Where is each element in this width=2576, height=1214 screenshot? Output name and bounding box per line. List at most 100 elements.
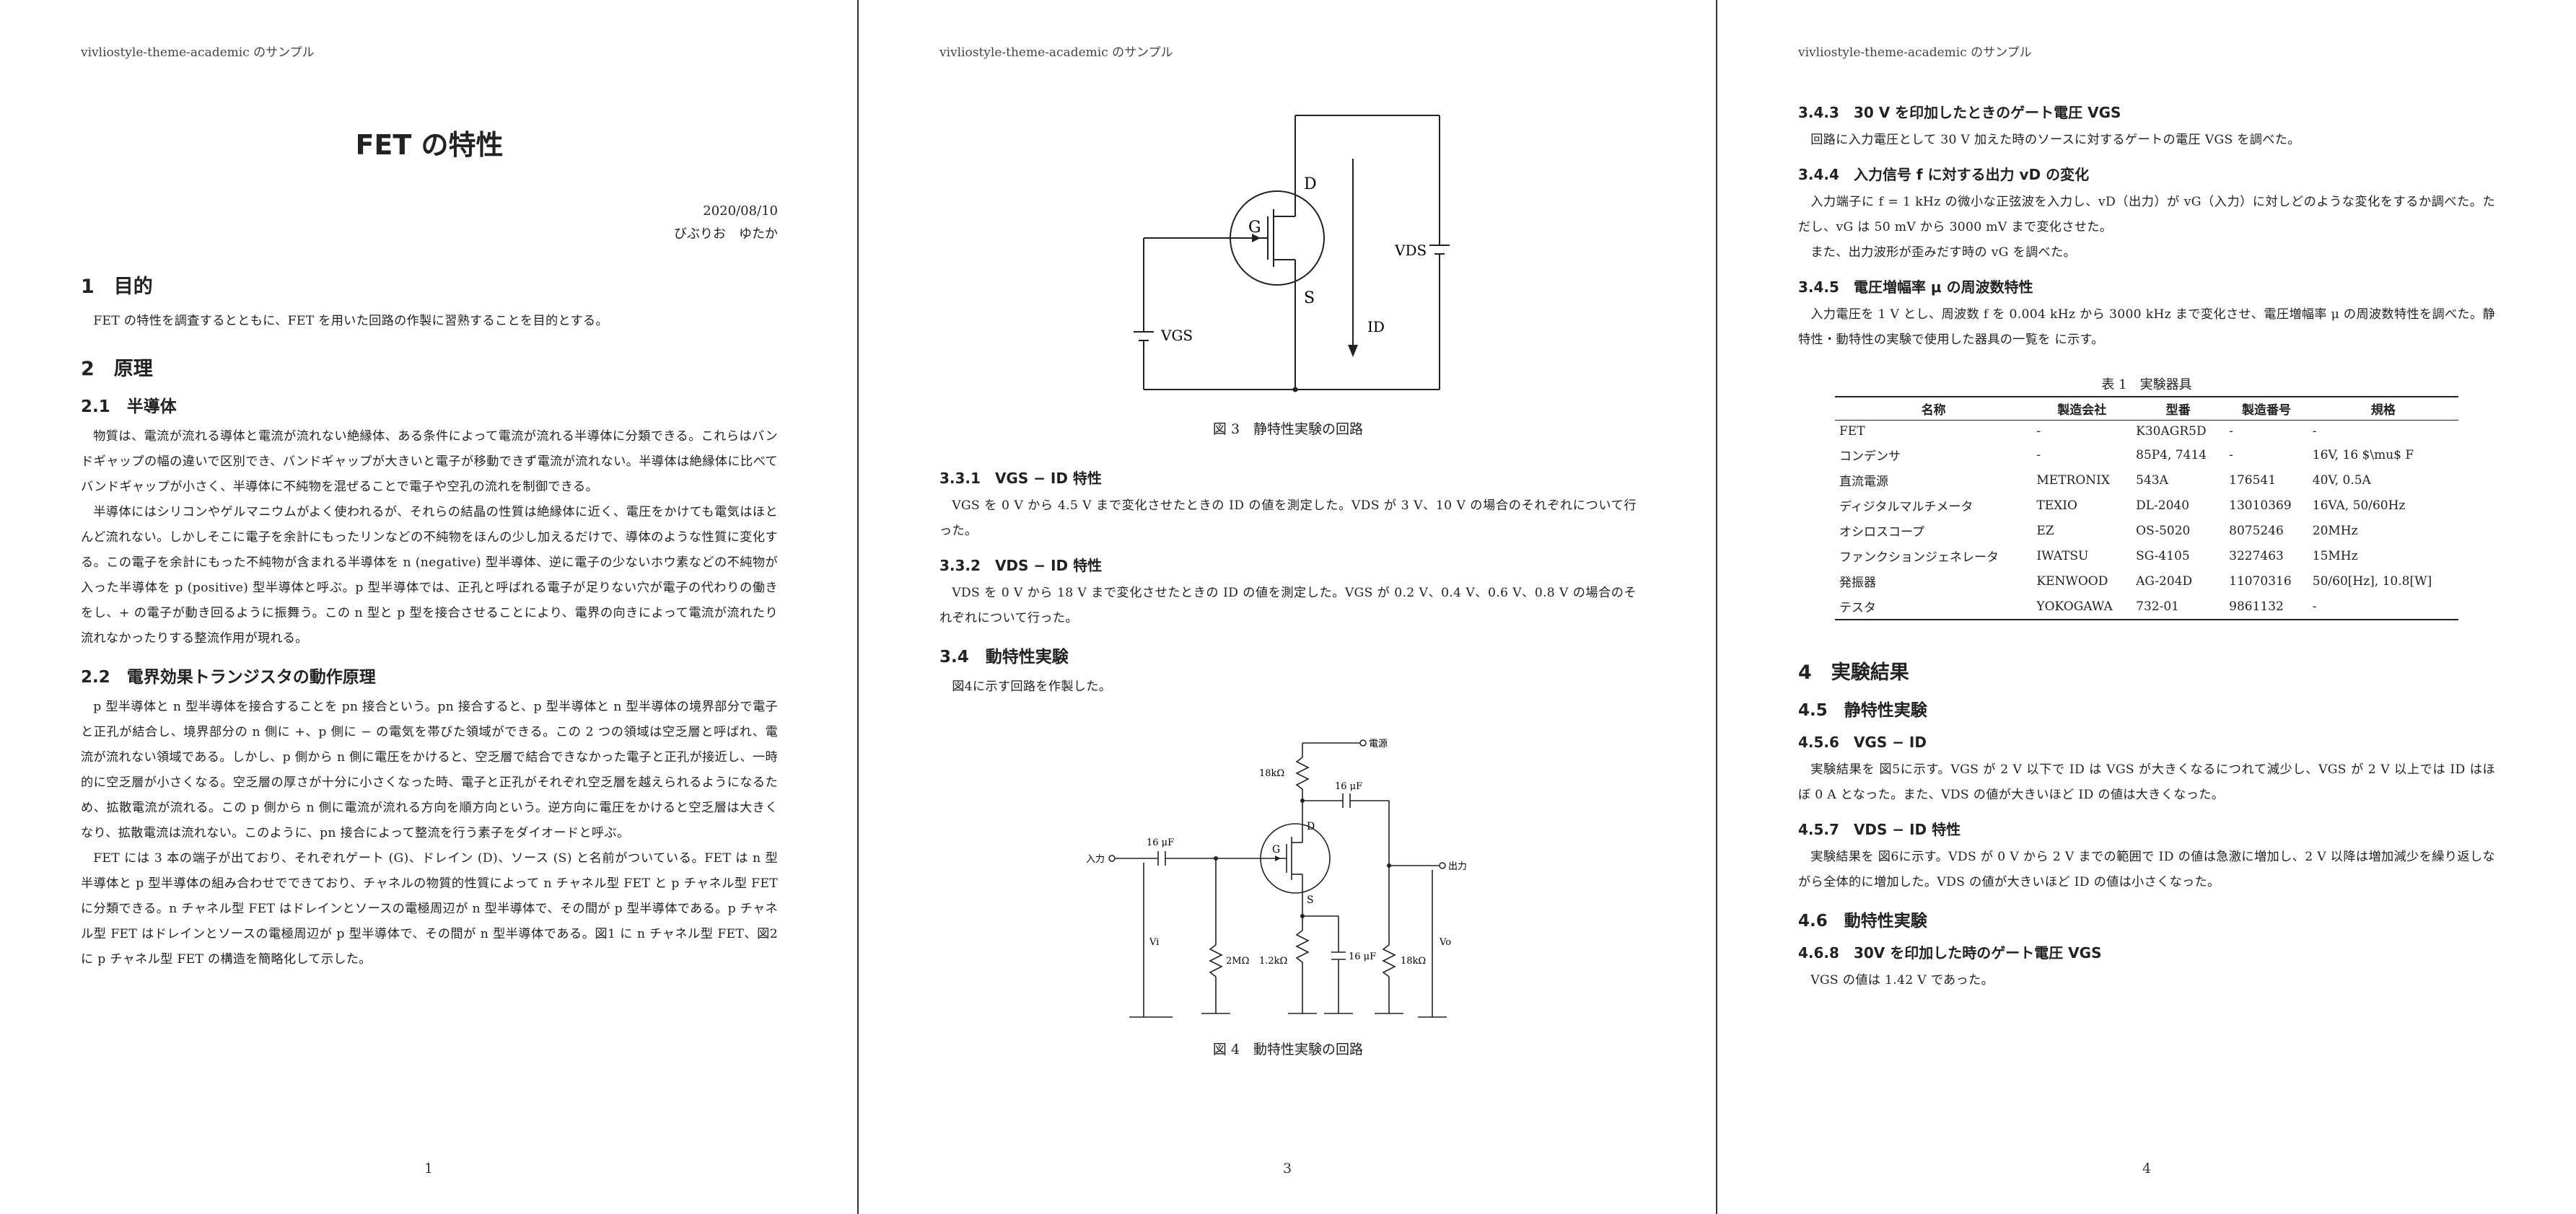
label-s: S [1307, 894, 1314, 906]
table-cell: YOKOGAWA [2032, 594, 2132, 620]
heading-dynamic-results: 4.6 動特性実験 [1798, 912, 1927, 931]
label-d: D [1307, 821, 1315, 832]
label-vgs: VGS [1160, 327, 1193, 344]
heading-purpose: 1 目的 [81, 276, 153, 298]
paragraph-345: 入力電圧を 1 V とし、周波数 f を 0.004 kHz から 3000 k… [1798, 307, 2495, 347]
table-cell: ディジタルマルチメータ [1839, 500, 1973, 514]
table-row: ファンクションジェネレータ IWATSU SG-4105 3227463 15MHz [1835, 543, 2458, 568]
label-vi: Vi [1149, 937, 1159, 948]
table-cell: 40V, 0.5A [2312, 472, 2371, 488]
table-cell: 16V, 16 $\mu$ F [2312, 447, 2414, 462]
col-header: 型番 [2132, 396, 2225, 421]
equipment-table-block: 表 1 実験器具 名称 製造会社 型番 製造番号 規格 FET-K30AGR5D… [1798, 374, 2495, 620]
paragraph-semiconductor-2: 半導体にはシリコンやゲルマニウムがよく使われるが、それらの結晶の性質は絶縁体に近… [81, 505, 778, 646]
paragraph-344b: また、出力波形が歪みだす時の vG を調べた。 [1810, 245, 2077, 260]
table-cell: 8075246 [2229, 523, 2284, 538]
running-head: vivliostyle-theme-academic のサンプル [81, 45, 315, 60]
table-cell: EZ [2036, 523, 2054, 538]
table-caption: 表 1 実験器具 [2101, 377, 2192, 392]
page-1: vivliostyle-theme-academic のサンプル FET の特性… [0, 0, 859, 1214]
heading-468: 4.6.8 30V を印加した時のゲート電圧 VGS [1798, 944, 2102, 962]
label-r1: 18kΩ [1259, 768, 1284, 779]
page-number: 3 [1282, 1161, 1292, 1176]
heading-344: 3.4.4 入力信号 f に対する出力 vD の変化 [1798, 166, 2090, 183]
table-header-row: 名称 製造会社 型番 製造番号 規格 [1835, 396, 2458, 421]
paragraph-34: 図4に示す回路を作製した。 [952, 679, 1112, 694]
table-cell: 732-01 [2132, 594, 2225, 620]
running-head: vivliostyle-theme-academic のサンプル [1798, 45, 2032, 60]
label-id: ID [1367, 318, 1385, 335]
label-g: G [1248, 219, 1261, 237]
col-header: 製造番号 [2225, 396, 2308, 421]
table-cell: SG-4105 [2136, 548, 2190, 563]
label-vds: VDS [1394, 242, 1427, 259]
dynamic-circuit-diagram: 電源 18kΩ 16 μF 入力 16 μF 出力 G D S Vi Vo 2M… [1086, 739, 1467, 1018]
heading-343: 3.4.3 30 V を印加したときのゲート電圧 VGS [1798, 104, 2121, 121]
label-c3: 16 μF [1349, 951, 1376, 962]
paragraph-332: VDS を 0 V から 18 V まで変化させたときの ID の値を測定した。… [939, 586, 1637, 625]
label-r4: 18kΩ [1401, 956, 1426, 967]
table-cell: 16VA, 50/60Hz [2312, 498, 2406, 513]
table-cell: 3227463 [2229, 548, 2284, 563]
table-cell: 発振器 [1839, 576, 1876, 590]
heading-332: 3.3.2 VDS − ID 特性 [939, 557, 1103, 574]
heading-457: 4.5.7 VDS − ID 特性 [1798, 821, 1961, 838]
label-r2: 2MΩ [1226, 956, 1249, 967]
table-row: コンデンサ - 85P4, 7414 - 16V, 16 $\mu$ F [1835, 442, 2458, 467]
paragraph-468: VGS の値は 1.42 V であった。 [1810, 973, 1994, 988]
table-cell: - [2308, 594, 2458, 620]
label-input: 入力 [1086, 854, 1105, 865]
heading-results: 4 実験結果 [1798, 661, 1909, 684]
table-cell: - [2312, 424, 2317, 439]
table-cell: DL-2040 [2136, 498, 2190, 513]
heading-static-results: 4.5 静特性実験 [1798, 701, 1927, 720]
table-row: ディジタルマルチメータ TEXIO DL-2040 13010369 16VA, 50/… [1835, 493, 2458, 518]
heading-331: 3.3.1 VGS − ID 特性 [939, 470, 1102, 487]
heading-semiconductor: 2.1 半導体 [81, 397, 177, 416]
label-d: D [1304, 175, 1317, 193]
paragraph-457: 実験結果を 図6に示す。VDS が 0 V から 2 V までの範囲で ID の… [1798, 850, 2495, 889]
col-header: 製造会社 [2032, 396, 2132, 421]
table-cell: 85P4, 7414 [2136, 447, 2207, 462]
label-c-in: 16 μF [1147, 837, 1174, 848]
table-cell: - [2036, 424, 2041, 439]
figure-4: 電源 18kΩ 16 μF 入力 16 μF 出力 G D S Vi Vo 2M… [939, 729, 1637, 1058]
label-output: 出力 [1448, 861, 1467, 872]
table-cell: 15MHz [2312, 548, 2358, 563]
table-cell: K30AGR5D [2136, 424, 2207, 439]
paragraph-fet-1: p 型半導体と n 型半導体を接合することを pn 接合という。pn 接合すると… [81, 700, 778, 840]
table-cell: コンデンサ [1839, 449, 1901, 464]
table-cell: 543A [2136, 472, 2168, 488]
figure-3-caption: 図 3 静特性実験の回路 [1212, 421, 1364, 437]
document-meta: 2020/08/10 びぶりお ゆたか [81, 200, 778, 246]
page-number: 4 [2142, 1161, 2152, 1176]
paragraph-344a: 入力端子に f = 1 kHz の微小な正弦波を入力し、vD（出力）が vG（入… [1798, 195, 2495, 234]
document-author: びぶりお ゆたか [674, 226, 778, 242]
table-row: FET-K30AGR5D-- [1835, 421, 2458, 443]
table-cell: ファンクションジェネレータ [1839, 550, 1999, 565]
table-cell: IWATSU [2036, 548, 2089, 563]
table-cell: - [2036, 447, 2041, 462]
document-title: FET の特性 [355, 129, 504, 161]
current-arrow-icon [1348, 345, 1358, 357]
heading-principle: 2 原理 [81, 358, 153, 380]
table-cell: - [2229, 447, 2233, 462]
table-cell: オシロスコープ [1839, 525, 1924, 540]
col-header: 名称 [1835, 396, 2033, 421]
label-vo: Vo [1439, 937, 1451, 948]
paragraph-343: 回路に入力電圧として 30 V 加えた時のソースに対するゲートの電圧 VGS を… [1810, 133, 2300, 147]
table-cell: 50/60[Hz], 10.8[W] [2312, 573, 2432, 589]
table-cell: 11070316 [2229, 573, 2292, 589]
paragraph-fet-2: FET には 3 本の端子が出ており、それぞれゲート (G)、ドレイン (D)、… [81, 851, 778, 967]
table-cell: 176541 [2229, 472, 2277, 488]
table-cell: 13010369 [2229, 498, 2292, 513]
running-head: vivliostyle-theme-academic のサンプル [939, 45, 1173, 60]
table-cell: TEXIO [2036, 498, 2077, 513]
table-cell: OS-5020 [2136, 523, 2191, 538]
paragraph-456: 実験結果を 図5に示す。VGS が 2 V 以下で ID は VGS が大きくな… [1798, 762, 2495, 802]
table-cell: 9861132 [2225, 594, 2308, 620]
